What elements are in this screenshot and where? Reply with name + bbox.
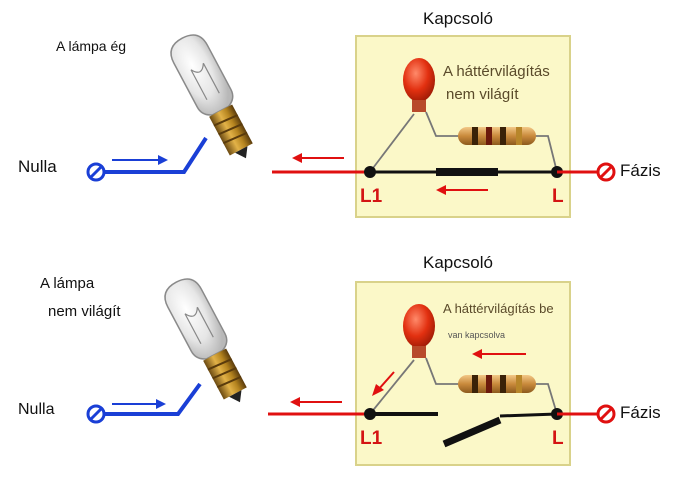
switch-lever-bottom	[442, 416, 502, 448]
indicator-lead-right-bottom	[425, 357, 460, 385]
indicator-bulb-icon	[403, 58, 435, 112]
switch-contact-right-bottom	[499, 412, 558, 418]
lamp-arrowhead-top	[292, 153, 302, 163]
neutral-arrowhead-bottom	[156, 399, 166, 409]
top-panel	[86, 34, 616, 218]
backlight-text-top-1: A háttérvilágítás	[443, 63, 550, 80]
indicator-lead-left-bottom	[369, 359, 415, 415]
terminal-l1-dot-bottom	[364, 408, 376, 420]
switch-box-top	[355, 35, 571, 218]
resistor-icon	[458, 127, 536, 145]
lamp-status-bottom-1: A lámpa	[40, 275, 95, 292]
terminal-l1-dot-top	[364, 166, 376, 178]
phase-label-bottom: Fázis	[620, 403, 661, 422]
terminal-l-top: L	[552, 186, 564, 207]
terminal-screw-icon	[86, 162, 106, 182]
terminal-screw-icon	[596, 162, 616, 182]
backlight-text-bottom-1: A háttérvilágítás be	[443, 301, 554, 316]
phase-label-top: Fázis	[620, 161, 661, 180]
lamp-bulb-icon	[170, 34, 253, 159]
indicator-lead-right-top	[425, 111, 460, 137]
indicator-lead-left-top	[369, 113, 415, 173]
resistor-lead-right-top	[534, 135, 558, 173]
lamp-status-top: A lámpa ég	[56, 38, 127, 54]
switch-title-bottom: Kapcsoló	[423, 253, 493, 272]
lamp-bulb-icon	[164, 278, 247, 403]
backlight-text-bottom-2: van kapcsolva	[448, 330, 506, 340]
terminal-screw-icon	[596, 404, 616, 424]
lamp-arrowhead-bottom	[290, 397, 300, 407]
lamp-status-bottom-2: nem világít	[48, 303, 121, 320]
resistor-lead-right-bottom	[534, 383, 558, 415]
bottom-panel	[86, 278, 616, 466]
neutral-wire-top	[98, 136, 208, 174]
neutral-label-top: Nulla	[18, 157, 57, 176]
terminal-l1-bottom: L1	[360, 428, 383, 449]
neutral-label-bottom: Nulla	[18, 401, 55, 418]
indicator-arrow-bottom	[377, 371, 395, 391]
terminal-l1-top: L1	[360, 186, 383, 207]
terminal-screw-icon	[86, 404, 106, 424]
switch-arrowhead-top	[436, 185, 446, 195]
indicator-bulb-icon	[403, 304, 435, 358]
neutral-wire-bottom	[98, 382, 202, 416]
resistor-icon	[458, 375, 536, 393]
neutral-arrowhead-top	[158, 155, 168, 165]
switch-title-top: Kapcsoló	[423, 9, 493, 28]
backlight-text-top-2: nem világít	[446, 86, 519, 103]
switch-bar-top	[436, 168, 498, 176]
indicator-arrowhead-bottom	[372, 384, 384, 396]
terminal-l-bottom: L	[552, 428, 564, 449]
resistor-arrowhead-bottom	[472, 349, 482, 359]
